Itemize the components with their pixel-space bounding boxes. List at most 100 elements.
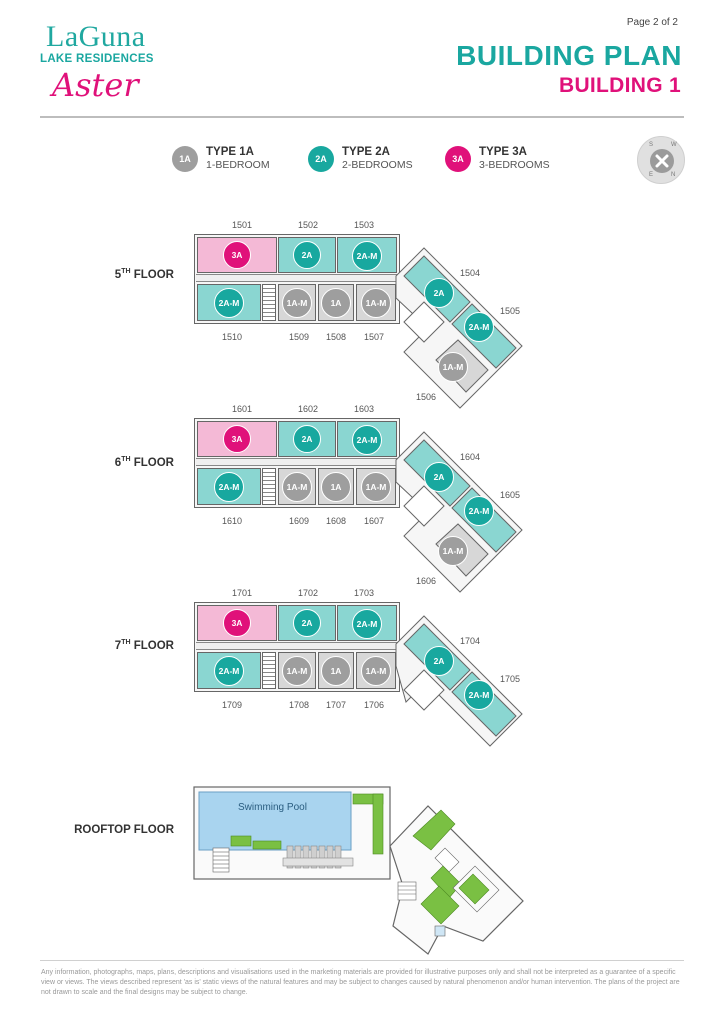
unit-type-badge: 1A xyxy=(321,656,351,686)
legend-item-type-3a: 3A TYPE 3A 3-BEDROOMS xyxy=(445,146,550,172)
compass-w: W xyxy=(671,142,677,148)
unit-type-badge: 2A-M xyxy=(352,425,382,455)
unit-type-badge: 2A-M xyxy=(464,496,494,526)
unit-type-badge: 3A xyxy=(223,609,251,637)
unit-number: 1706 xyxy=(364,700,385,710)
unit-type-badge: 2A xyxy=(293,241,321,269)
unit-number: 1703 xyxy=(354,588,375,598)
unit-number: 1506 xyxy=(416,392,437,402)
legend-item-type-2a: 2A TYPE 2A 2-BEDROOMS xyxy=(308,146,413,172)
unit-number: 1509 xyxy=(289,332,310,342)
unit-type-badge: 3A xyxy=(223,425,251,453)
unit-number: 1702 xyxy=(298,588,319,598)
unit-type-badge: 2A xyxy=(424,278,454,308)
unit-number: 1609 xyxy=(289,516,310,526)
compass-center xyxy=(650,149,674,173)
unit-number: 1504 xyxy=(460,268,481,278)
unit-number: 1607 xyxy=(364,516,385,526)
unit-type-badge: 2A-M xyxy=(214,472,244,502)
unit-number: 1508 xyxy=(326,332,347,342)
unit-number: 1501 xyxy=(232,220,253,230)
rooftop-plan: Swimming Pool xyxy=(193,786,593,956)
logo-script: Aster xyxy=(52,66,139,104)
stair xyxy=(403,485,445,527)
compass-e: E xyxy=(649,172,654,178)
unit-type-badge: 2A-M xyxy=(464,680,494,710)
unit-type-badge: 1A-M xyxy=(282,288,312,318)
unit-number: 1605 xyxy=(500,490,521,500)
legend-sub: 1-BEDROOM xyxy=(206,159,270,171)
compass-n: N xyxy=(671,172,676,178)
floor-label: 6TH FLOOR xyxy=(114,456,174,469)
unit-type-badge: 2A-M xyxy=(352,609,382,639)
unit-number: 1708 xyxy=(289,700,310,710)
unit-type-badge: 1A-M xyxy=(361,656,391,686)
compass-s: S xyxy=(649,142,654,148)
legend-badge: 3A xyxy=(445,146,471,172)
page-title: BUILDING PLAN xyxy=(456,40,682,71)
unit-number: 1601 xyxy=(232,404,253,414)
unit-number: 1709 xyxy=(222,700,243,710)
unit-type-badge: 1A-M xyxy=(438,352,468,382)
unit-number: 1705 xyxy=(500,674,521,684)
legend-item-type-1a: 1A TYPE 1A 1-BEDROOM xyxy=(172,146,270,172)
unit-number: 1701 xyxy=(232,588,253,598)
unit-type-badge: 1A-M xyxy=(438,536,468,566)
legend-title: TYPE 3A xyxy=(479,146,527,158)
stair xyxy=(262,468,276,505)
unit-type-badge: 1A xyxy=(321,472,351,502)
legend-sub: 3-BEDROOMS xyxy=(479,159,550,171)
unit-type-badge: 2A-M xyxy=(464,312,494,342)
legend-badge: 2A xyxy=(308,146,334,172)
unit-type-badge: 2A-M xyxy=(352,241,382,271)
unit-number: 1510 xyxy=(222,332,243,342)
rooftop-floor-label: ROOFTOP FLOOR xyxy=(74,824,174,836)
stair xyxy=(403,301,445,343)
page-subtitle: BUILDING 1 xyxy=(558,74,681,97)
unit-type-badge: 1A-M xyxy=(282,656,312,686)
unit-number: 1704 xyxy=(460,636,481,646)
stair xyxy=(262,652,276,689)
stair xyxy=(262,284,276,321)
unit-number: 1503 xyxy=(354,220,375,230)
unit-type-badge: 2A xyxy=(293,425,321,453)
unit-type-badge: 3A xyxy=(223,241,251,269)
unit-type-badge: 2A-M xyxy=(214,288,244,318)
legend-title: TYPE 2A xyxy=(342,146,390,158)
corridor xyxy=(196,458,398,466)
unit-number: 1507 xyxy=(364,332,385,342)
unit-type-badge: 1A-M xyxy=(361,288,391,318)
unit-number: 1707 xyxy=(326,700,347,710)
unit-type-badge: 2A-M xyxy=(214,656,244,686)
legend-title: TYPE 1A xyxy=(206,146,254,158)
stair xyxy=(403,669,445,711)
unit-type-badge: 2A xyxy=(424,646,454,676)
floor-label: 5TH FLOOR xyxy=(114,268,174,281)
unit-number: 1606 xyxy=(416,576,437,586)
logo-brand: LaGuna xyxy=(46,20,146,53)
unit-type-badge: 1A-M xyxy=(361,472,391,502)
unit-number: 1604 xyxy=(460,452,481,462)
unit-number: 1505 xyxy=(500,306,521,316)
legend-sub: 2-BEDROOMS xyxy=(342,159,413,171)
corridor xyxy=(196,274,398,282)
compass-icon: S W E N xyxy=(637,136,685,184)
unit-number: 1610 xyxy=(222,516,243,526)
unit-type-badge: 2A xyxy=(293,609,321,637)
unit-number: 1502 xyxy=(298,220,319,230)
unit-type-badge: 2A xyxy=(424,462,454,492)
corridor xyxy=(196,642,398,650)
disclaimer-text: Any information, photographs, maps, plan… xyxy=(41,969,680,996)
unit-number: 1602 xyxy=(298,404,319,414)
pool-label: Swimming Pool xyxy=(238,802,307,813)
unit-number: 1608 xyxy=(326,516,347,526)
floor-label: 7TH FLOOR xyxy=(114,639,174,652)
legend-badge: 1A xyxy=(172,146,198,172)
header-divider xyxy=(40,116,684,118)
unit-type-badge: 1A xyxy=(321,288,351,318)
unit-number: 1603 xyxy=(354,404,375,414)
logo-tagline: LAKE RESIDENCES xyxy=(40,53,154,65)
unit-type-badge: 1A-M xyxy=(282,472,312,502)
footer-divider xyxy=(40,960,684,961)
page-number: Page 2 of 2 xyxy=(626,17,678,28)
